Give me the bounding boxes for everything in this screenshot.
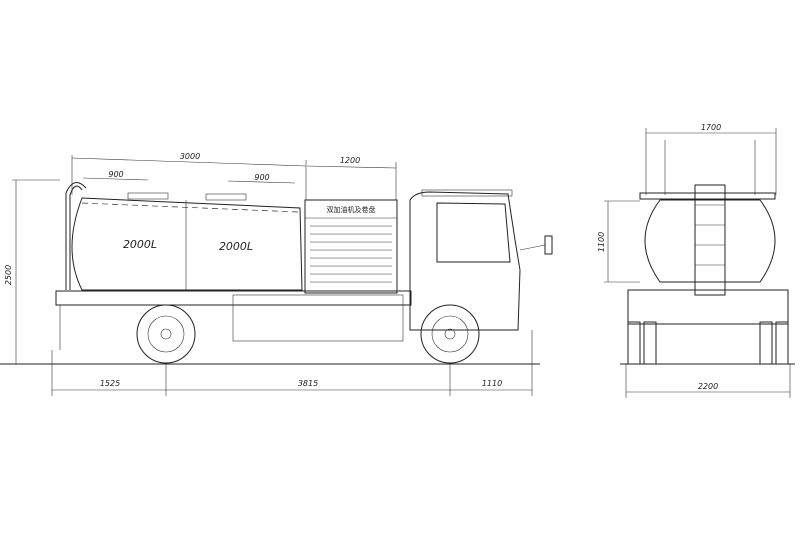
hatch-front-label: 900 (108, 170, 123, 179)
tank-length-label: 3000 (180, 152, 200, 161)
bottom-dimensions: 1525 3815 1110 (51, 330, 533, 396)
cab (409, 189, 553, 331)
rear-top-width-label: 1700 (701, 123, 721, 132)
chassis (55, 290, 412, 350)
compartment-2-capacity: 2000L (219, 240, 253, 253)
front-overhang-label: 1110 (482, 379, 502, 388)
cabinet-label: 双加油机及卷盘 (327, 205, 376, 214)
rear-overhang-label: 1525 (100, 379, 120, 388)
rear-tank-height-label: 1100 (597, 232, 606, 252)
compartment-1-capacity: 2000L (123, 238, 157, 251)
overall-height-label: 2500 (4, 265, 13, 285)
rear-overall-width-label: 2200 (698, 382, 718, 391)
front-wheel (420, 304, 480, 364)
hatch-rear-label: 900 (254, 173, 269, 182)
tank: 2000L 2000L (65, 182, 303, 291)
height-dimension: 2500 (4, 179, 60, 364)
rear-view: 1700 1100 2200 (597, 123, 795, 398)
top-dimensions: 3000 1200 900 900 (71, 152, 397, 200)
wheelbase-label: 3815 (298, 379, 318, 388)
cabinet-length-label: 1200 (340, 156, 360, 165)
dispenser-cabinet: 双加油机及卷盘 (304, 199, 398, 294)
rear-wheel (136, 304, 196, 364)
